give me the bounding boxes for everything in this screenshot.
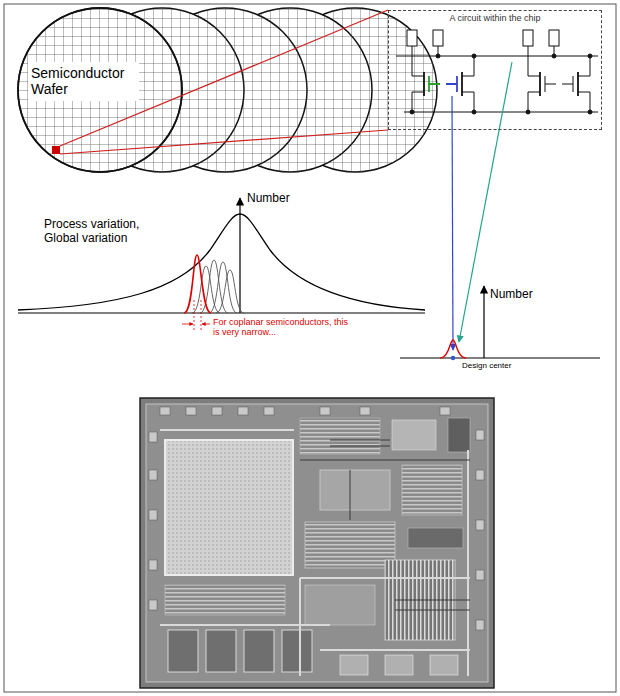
transistor-gate [429,76,440,92]
global-distribution-curve [18,214,425,310]
chip-die-photo [140,398,494,688]
pad [476,620,484,630]
pad [320,407,330,415]
logic-block [305,522,395,568]
outer-frame [4,4,616,692]
pad [149,470,157,480]
design-point [451,356,455,360]
circuit-box: A circuit within the chip [388,10,602,130]
die-body [140,398,494,688]
metal-trace [300,440,470,610]
pad [238,407,248,415]
resistor-symbol [407,30,417,46]
wafer-stack [18,8,437,172]
logic-block [408,528,463,548]
junction-dot [588,110,592,114]
pad [212,407,222,415]
logic-block [392,420,436,450]
pad [476,520,484,530]
width-marker [201,300,202,332]
power-rail [160,430,470,676]
width-arrow [202,324,210,325]
wire [528,46,590,112]
memory-array [165,440,293,575]
transistor-gate [562,76,573,92]
output-transistors [168,630,312,672]
transistor-channel [461,72,463,96]
junction-dot [410,110,414,114]
junction-dot [436,54,440,58]
die-core [146,404,488,682]
circuit-schematic [396,30,598,114]
node-text: Semiconductor Wafer [31,65,136,97]
power-device [282,630,312,672]
pad [476,470,484,480]
pointer-arrow [452,96,453,350]
logic-block [305,585,375,625]
pad [186,407,196,415]
logic-block [320,470,390,510]
junction-dot [472,110,476,114]
annotation-note: For coplanar semiconductors, this is ver… [213,317,353,338]
logic-block [402,465,462,515]
axis-label: Number [247,192,290,206]
junction-dot [472,54,476,58]
junction-dot [526,110,530,114]
pad [160,407,170,415]
pad [149,432,157,442]
wire [404,112,598,113]
logic-block [430,655,458,675]
transistor-gate [446,76,457,92]
pad [476,570,484,580]
logic-block [165,585,285,615]
axis-label: Design center [462,361,511,370]
logic-block [448,418,470,452]
width-marker [194,300,195,332]
node-text: A circuit within the chip [391,13,599,23]
pad [476,430,484,440]
transistor-channel [423,72,425,96]
transistor-channel [577,72,579,96]
pad [360,407,370,415]
axis-label: Number [490,288,533,302]
pad [264,407,274,415]
wafer-label-box: Semiconductor Wafer [28,62,139,101]
wire [396,56,598,57]
plot-title: Process variation, Global variation [44,218,156,246]
power-device [244,630,274,672]
resistor-symbol [549,30,559,46]
logic-block [340,655,368,675]
y-axis [483,286,484,358]
pad [149,560,157,570]
logic-block [300,418,380,454]
resistor-symbol [523,30,533,46]
junction-dot [588,54,592,58]
pad [440,407,450,415]
power-device [206,630,236,672]
transistor-gate [545,76,556,92]
pad [149,600,157,610]
x-axis [400,358,600,359]
logic-block [385,655,413,675]
width-arrow [182,324,193,325]
zoom-line [60,130,388,154]
local-distribution-curve [209,262,237,313]
local-distribution-curve [216,270,244,313]
local-distribution-curve [184,255,211,313]
circuit-distribution-curve [440,340,466,358]
transistor-channel [539,72,541,96]
power-device [168,630,198,672]
y-axis [239,198,240,313]
junction-dot [552,54,556,58]
x-axis [18,313,425,314]
pad [149,510,157,520]
chip-marker [52,146,60,154]
resistor-symbol [433,30,443,46]
wire [412,46,474,112]
